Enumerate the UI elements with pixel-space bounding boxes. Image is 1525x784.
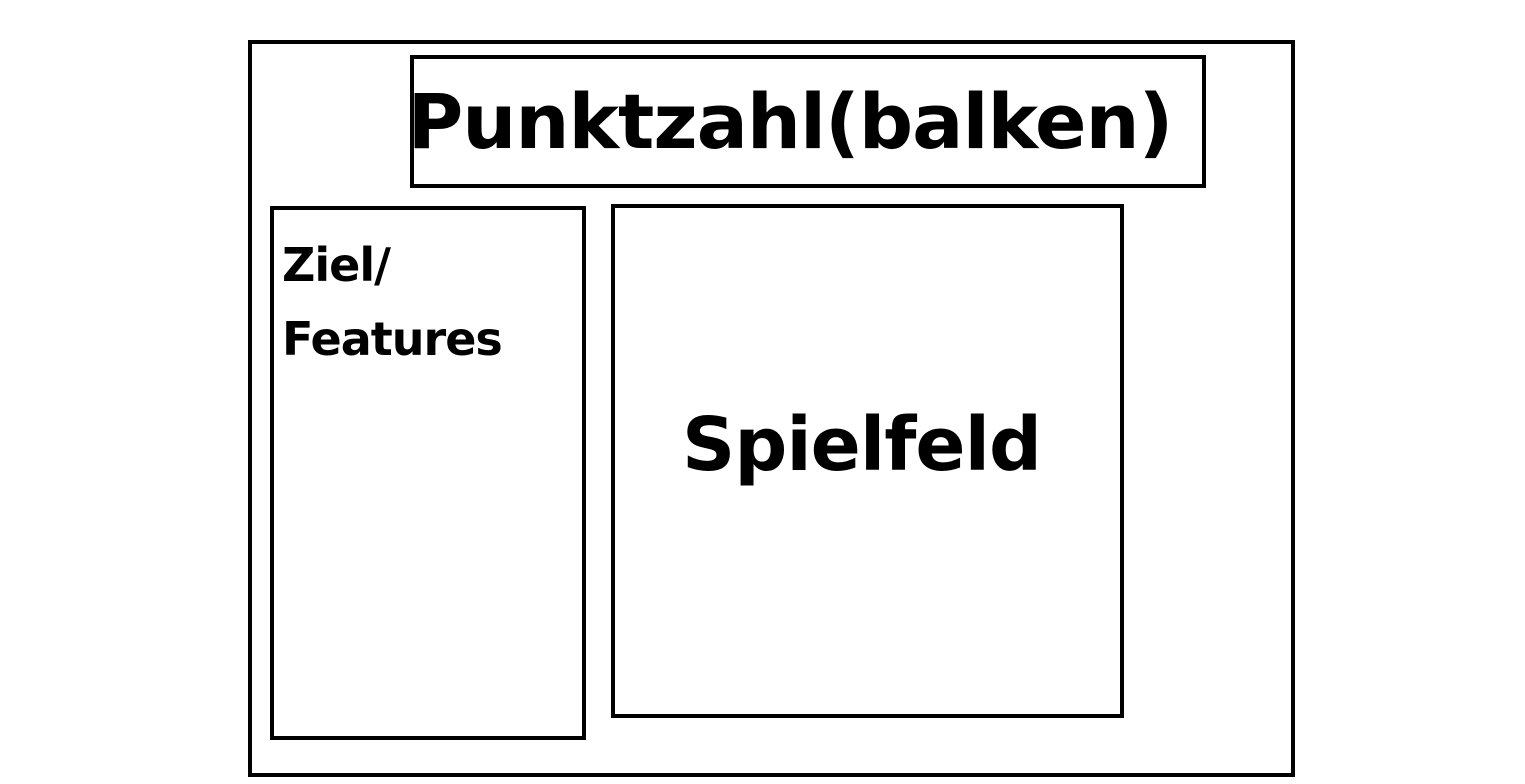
score-bar: Punktzahl(balken) [407,55,1206,188]
goal-features-panel: Ziel/ Features [270,206,586,740]
game-screen-frame [248,40,1295,777]
play-field: Spielfeld [611,204,1124,718]
play-field-label: Spielfeld [682,402,1042,488]
score-bar-label: Punktzahl(balken) [407,76,1174,166]
goal-panel-label-line2: Features [282,312,503,366]
goal-panel-label-line1: Ziel/ [282,238,391,292]
